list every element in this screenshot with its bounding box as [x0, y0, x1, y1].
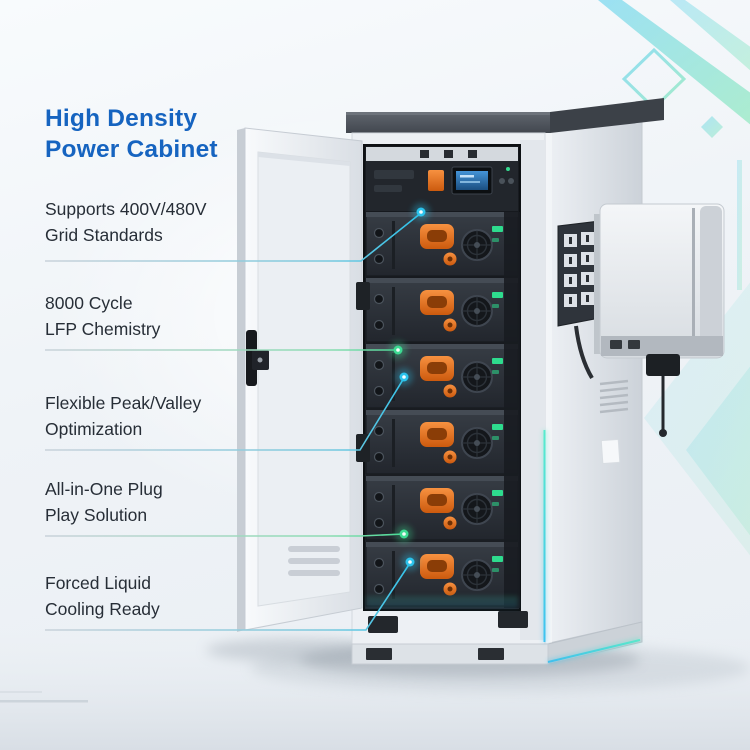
forklift-slot — [366, 648, 392, 660]
feature-label: LFP Chemistry — [45, 319, 161, 339]
title-line-2: Power Cabinet — [45, 136, 218, 163]
conduit-cable — [574, 325, 594, 380]
callout-dot — [401, 553, 419, 571]
deco-diamond — [701, 116, 723, 138]
cabinet-door — [237, 127, 363, 632]
door-lock-handle — [246, 330, 269, 386]
callout-line — [45, 533, 405, 537]
deco-ribbon — [598, 0, 750, 125]
inverter-port — [610, 340, 622, 349]
feature-label: Forced Liquid — [45, 573, 152, 593]
feature-plug-play: All-in-One Plug Play Solution — [45, 476, 163, 528]
inverter-connection-box — [646, 354, 680, 376]
deco-bar — [737, 160, 742, 290]
feature-label: Play Solution — [45, 505, 148, 525]
status-led — [506, 167, 510, 171]
deco-line — [0, 691, 42, 693]
door-shadow — [206, 638, 390, 662]
feature-label: Optimization — [45, 419, 143, 439]
control-button — [499, 178, 505, 184]
breaker-panel — [557, 220, 601, 380]
feature-peak-valley: Flexible Peak/Valley Optimization — [45, 390, 201, 442]
callout-dot — [389, 341, 407, 359]
deco-line — [0, 700, 88, 703]
control-button — [508, 178, 514, 184]
feature-label: Cooling Ready — [45, 599, 160, 619]
feature-grid-standards: Supports 400V/480V Grid Standards — [45, 196, 207, 248]
control-unit — [366, 147, 518, 211]
callout-dot — [395, 525, 413, 543]
side-label-sticker — [600, 438, 621, 464]
feature-liquid-cooling: Forced Liquid Cooling Ready — [45, 570, 160, 622]
feature-label: 8000 Cycle — [45, 293, 133, 313]
callout-line — [45, 212, 422, 262]
control-display — [451, 166, 493, 195]
deco-ribbon — [670, 0, 750, 71]
callout-line — [45, 377, 405, 451]
callout-dot — [412, 203, 430, 221]
forklift-slot — [478, 648, 504, 660]
edge-light-strip — [543, 430, 546, 642]
base-slot — [498, 611, 528, 628]
feature-label: All-in-One Plug — [45, 479, 163, 499]
inverter-port — [628, 340, 640, 349]
page-title: High Density Power Cabinet — [45, 103, 218, 165]
cabinet-top-cap — [346, 98, 664, 133]
feature-lfp-chemistry: 8000 Cycle LFP Chemistry — [45, 290, 160, 342]
feature-label: Grid Standards — [45, 225, 163, 245]
inverter-unit — [594, 203, 725, 437]
side-vent — [599, 379, 629, 414]
cabinet-base — [351, 621, 643, 665]
base-slot — [368, 616, 398, 633]
feature-label: Flexible Peak/Valley — [45, 393, 202, 413]
cabinet-interior — [363, 144, 521, 611]
base-light-edge — [547, 639, 641, 663]
deco-chevron — [686, 366, 750, 536]
control-connector — [428, 170, 444, 191]
door-hinge — [356, 282, 370, 310]
door-hinge — [356, 434, 370, 462]
callout-dot — [395, 368, 413, 386]
callout-line — [45, 562, 411, 631]
door-vents — [288, 546, 340, 576]
title-line-1: High Density — [45, 105, 198, 132]
feature-label: Supports 400V/480V — [45, 199, 207, 219]
